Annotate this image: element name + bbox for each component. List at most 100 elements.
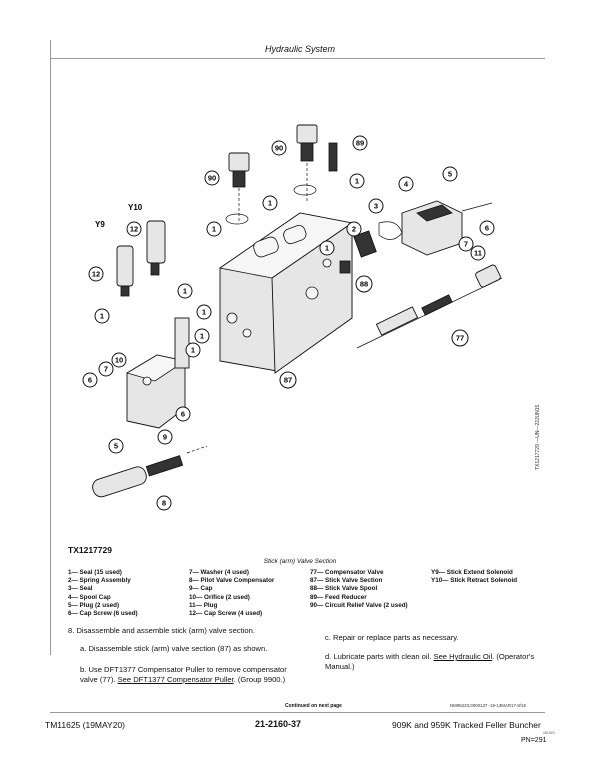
stick-valve-spool xyxy=(339,260,351,274)
svg-text:10: 10 xyxy=(115,356,123,365)
svg-text:1: 1 xyxy=(202,308,206,317)
callout-77: 77 xyxy=(451,329,469,347)
step-8b: b. Use DFT1377 Compensator Puller to rem… xyxy=(80,665,295,684)
svg-text:88: 88 xyxy=(360,280,368,289)
callout-3: 3 xyxy=(368,198,384,214)
stick-extend-solenoid xyxy=(116,245,134,297)
circuit-relief-valve-right xyxy=(296,124,318,203)
svg-text:1: 1 xyxy=(355,177,359,186)
legend-column-2: 7— Washer (4 used) 8— Pilot Valve Compen… xyxy=(189,569,274,618)
label-y9: Y9 xyxy=(95,220,105,229)
section-header: Hydraulic System xyxy=(264,44,336,54)
legend-column-3: 77— Compensator Valve 87— Stick Valve Se… xyxy=(310,569,408,610)
svg-text:9: 9 xyxy=(163,433,167,442)
footer-rule xyxy=(50,712,545,713)
legend-item: 12— Cap Screw (4 used) xyxy=(189,610,263,618)
footer-manual-id: TM11625 (19MAY20) xyxy=(45,720,125,730)
stick-valve-section-body xyxy=(218,212,354,374)
svg-text:90: 90 xyxy=(208,174,216,183)
legend-item: 88— Stick Valve Spool xyxy=(310,585,378,593)
legend-item: Y9— Stick Extend Solenoid xyxy=(431,569,513,576)
legend-column-1: 1— Seal (15 used) 2— Spring Assembly 3— … xyxy=(68,569,138,618)
callout-6-c: 6 xyxy=(175,406,191,422)
callout-90-left: 90 xyxy=(204,170,220,186)
svg-text:1: 1 xyxy=(200,332,204,341)
callout-12-a: 12 xyxy=(126,221,142,237)
callout-6-b: 6 xyxy=(82,372,98,388)
step-8d: d. Lubricate parts with clean oil. See H… xyxy=(325,652,545,671)
step-8b-tail: . (Group 9900.) xyxy=(233,674,286,684)
legend-item: 6— Cap Screw (6 used) xyxy=(68,610,138,618)
svg-text:5: 5 xyxy=(448,170,452,179)
svg-text:87: 87 xyxy=(284,376,292,385)
step-8d-tail: . (Operator's Manual.) xyxy=(325,652,535,671)
callout-1-b: 1 xyxy=(349,173,365,189)
legend-item: 89— Feed Reducer xyxy=(310,593,367,601)
spring-assembly xyxy=(353,230,377,258)
pilot-valve-compensator xyxy=(92,445,208,498)
svg-text:5: 5 xyxy=(114,442,118,451)
callout-89: 89 xyxy=(352,135,368,151)
svg-text:89: 89 xyxy=(356,139,364,148)
legend-item: 1— Seal (15 used) xyxy=(68,569,122,576)
exploded-view-diagram: 90 90 89 1 1 1 1 1 1 1 1 1 2 3 4 5 5 6 6… xyxy=(82,124,503,511)
callout-1-h: 1 xyxy=(185,342,201,358)
legend-item: 90— Circuit Relief Valve (2 used) xyxy=(310,601,408,609)
svg-text:7: 7 xyxy=(104,365,108,374)
cap-screw-right xyxy=(461,202,493,212)
legend-item: 7— Washer (4 used) xyxy=(189,569,249,576)
callout-8: 8 xyxy=(156,495,172,511)
step-8c: c. Repair or replace parts as necessary. xyxy=(325,633,459,642)
legend-item: Y10— Stick Retract Solenoid xyxy=(431,577,518,585)
step-8d-text: d. Lubricate parts with clean oil. xyxy=(325,652,432,661)
callout-5-b: 5 xyxy=(108,438,124,454)
callout-88: 88 xyxy=(355,275,373,293)
continued-note: Continued on next page xyxy=(285,703,342,709)
callout-11: 11 xyxy=(470,245,486,261)
svg-text:6: 6 xyxy=(485,224,489,233)
figure-id: TX1217729 xyxy=(68,545,112,555)
label-y10: Y10 xyxy=(128,203,143,212)
step-8b-text: b. Use DFT1377 Compensator Puller to rem… xyxy=(80,665,287,684)
hydraulic-oil-link[interactable]: See Hydraulic Oil xyxy=(433,652,493,661)
footer-machine-title: 909K and 959K Tracked Feller Buncher xyxy=(392,720,541,730)
callout-1-e: 1 xyxy=(94,308,110,324)
step-8: 8. Disassemble and assemble stick (arm) … xyxy=(68,626,255,635)
legend-item: 11— Plug xyxy=(189,601,218,609)
legend-item: 10— Orifice (2 used) xyxy=(189,593,250,601)
callout-2: 2 xyxy=(346,221,362,237)
callout-12-b: 12 xyxy=(88,266,104,282)
o-ring-left xyxy=(225,213,249,225)
svg-text:90: 90 xyxy=(275,144,283,153)
legend-item: 3— Seal xyxy=(68,585,93,593)
callout-1-d: 1 xyxy=(177,283,193,299)
callout-1-c: 1 xyxy=(206,221,222,237)
svg-text:1: 1 xyxy=(212,225,216,234)
callout-4: 4 xyxy=(398,176,414,192)
callout-87: 87 xyxy=(279,371,297,389)
svg-text:77: 77 xyxy=(456,334,464,343)
callout-7-a: 7 xyxy=(458,236,474,252)
callout-90-right: 90 xyxy=(271,140,287,156)
footer-date-code: 051920 xyxy=(543,731,555,735)
feed-reducer xyxy=(328,142,338,172)
legend-item: 9— Cap xyxy=(189,585,213,593)
callout-1-a: 1 xyxy=(262,195,278,211)
compensator-puller-link[interactable]: See DFT1377 Compensator Puller xyxy=(117,674,234,684)
legend-item: 2— Spring Assembly xyxy=(68,577,131,585)
legend-item: 4— Spool Cap xyxy=(68,593,111,601)
svg-text:1: 1 xyxy=(100,312,104,321)
footer-page-number: 21-2160-37 xyxy=(255,719,302,729)
spool-cap xyxy=(401,200,463,256)
legend-item: 5— Plug (2 used) xyxy=(68,601,120,609)
callout-7-b: 7 xyxy=(98,361,114,377)
svg-text:6: 6 xyxy=(88,376,92,385)
figure-side-code: TX1217729 —UN—22JUN15 xyxy=(535,404,541,470)
callout-9: 9 xyxy=(157,429,173,445)
svg-text:8: 8 xyxy=(162,499,166,508)
svg-text:1: 1 xyxy=(325,244,329,253)
step-8a: a. Disassemble stick (arm) valve section… xyxy=(80,644,268,653)
svg-text:3: 3 xyxy=(374,202,378,211)
svg-text:6: 6 xyxy=(181,410,185,419)
stick-retract-solenoid xyxy=(146,220,166,276)
